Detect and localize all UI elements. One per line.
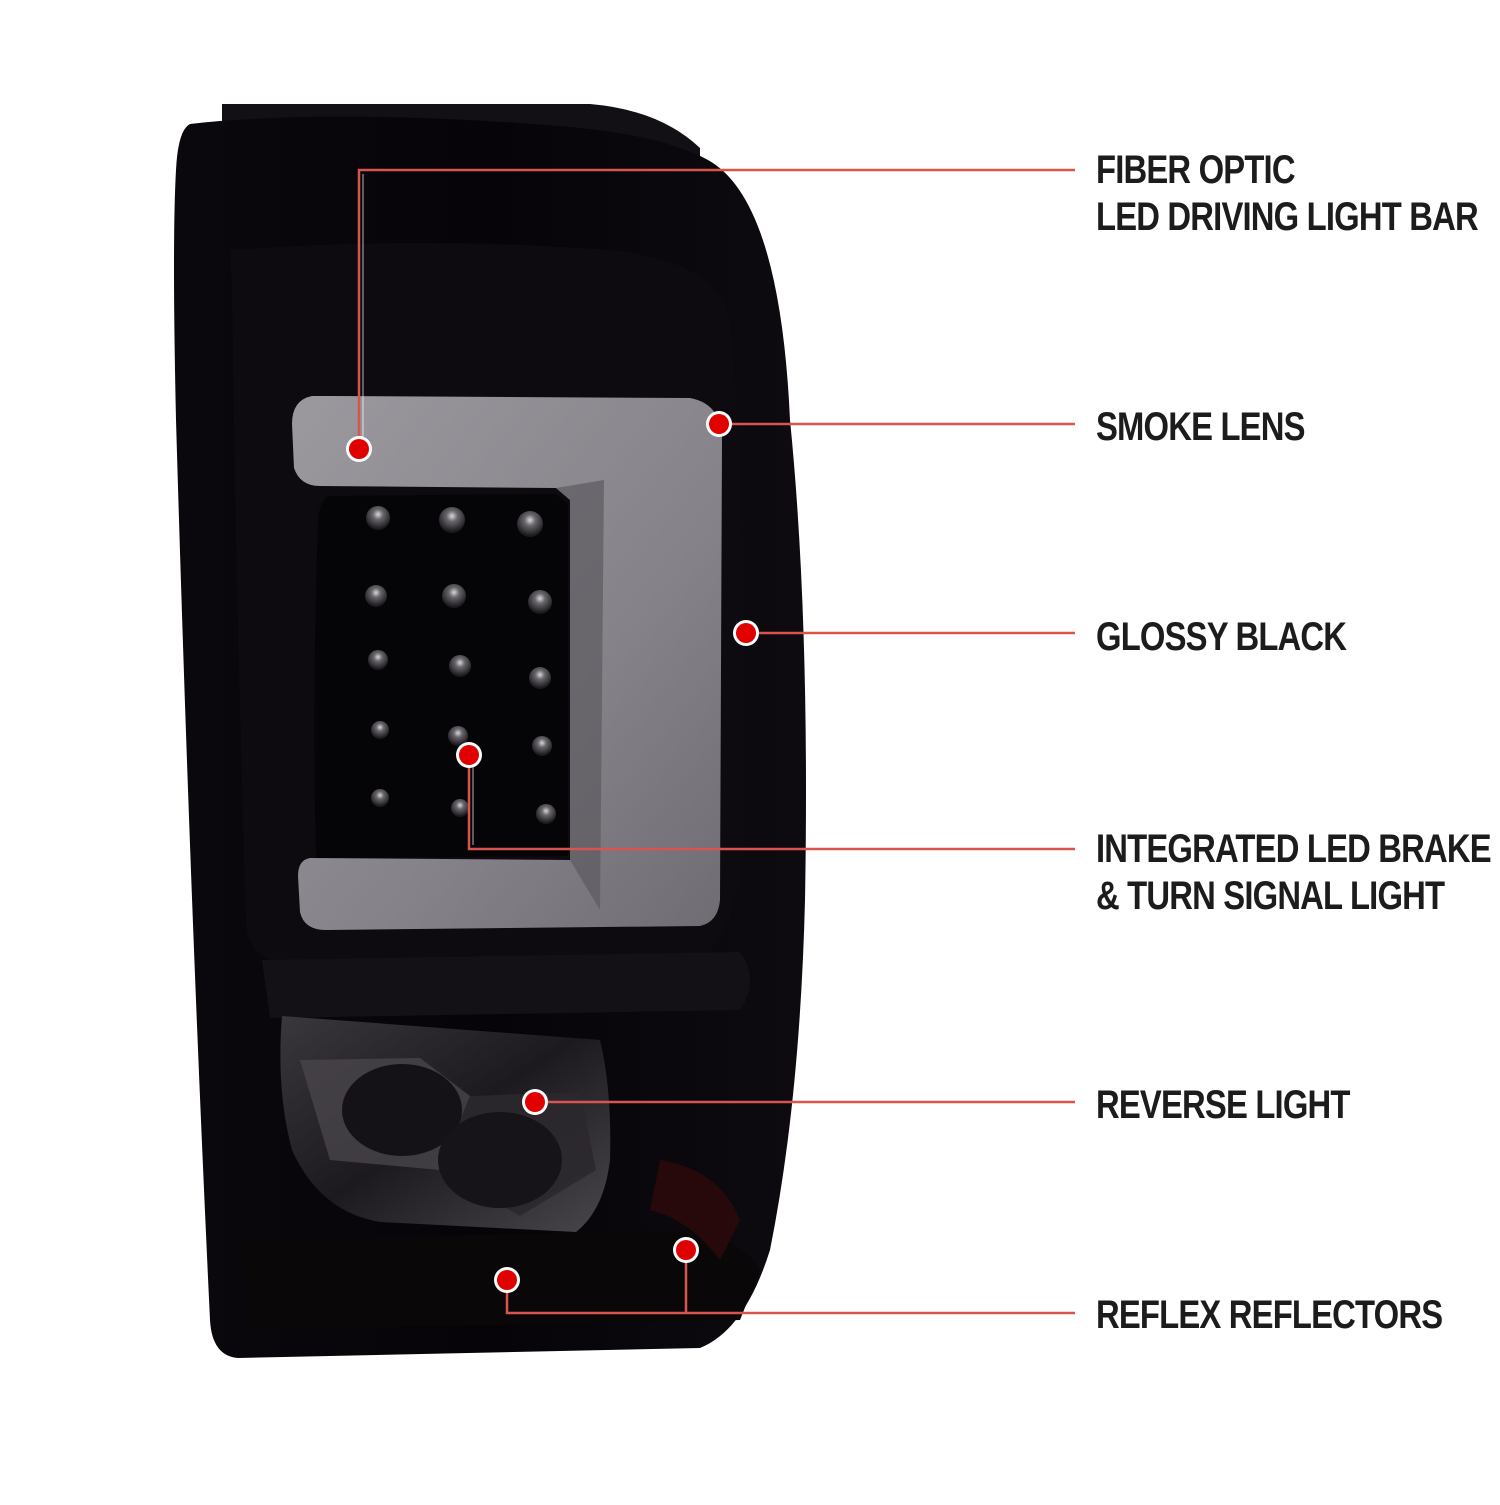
leader-line-fiber — [357, 168, 1075, 449]
led — [366, 506, 390, 530]
leader-lines — [357, 168, 1075, 1315]
callout-label-reverse-light: REVERSE LIGHT — [1096, 1082, 1350, 1129]
marker-icon — [733, 620, 759, 646]
led — [449, 655, 471, 677]
led — [517, 511, 543, 537]
led — [442, 584, 466, 608]
led — [448, 726, 468, 746]
callout-label-line: SMOKE LENS — [1096, 405, 1305, 449]
callout-label-line: & TURN SIGNAL LIGHT — [1096, 874, 1445, 918]
light-bar-inner-edge — [556, 480, 604, 910]
callout-label-fiber-optic: FIBER OPTIC LED DRIVING LIGHT BAR — [1096, 147, 1479, 241]
marker-icon — [522, 1089, 548, 1115]
callout-label-brake-turn: INTEGRATED LED BRAKE & TURN SIGNAL LIGHT — [1096, 826, 1492, 920]
led — [536, 804, 556, 824]
callout-label-line: FIBER OPTIC — [1096, 148, 1296, 192]
callout-markers — [346, 411, 759, 1293]
led-cavity — [314, 494, 568, 858]
marker-icon — [456, 742, 482, 768]
callout-label-line: LED DRIVING LIGHT BAR — [1096, 195, 1479, 239]
led — [528, 590, 552, 614]
callout-label-line: REVERSE LIGHT — [1096, 1083, 1350, 1127]
led — [529, 667, 551, 689]
callout-label-glossy-black: GLOSSY BLACK — [1096, 614, 1347, 661]
marker-icon — [673, 1237, 699, 1263]
callout-label-line: GLOSSY BLACK — [1096, 615, 1347, 659]
fiber-optic-light-bar — [292, 396, 722, 930]
led-array — [365, 506, 556, 824]
reverse-light-bulb — [342, 1064, 462, 1156]
reverse-light-bulb — [438, 1112, 562, 1208]
led — [368, 650, 388, 670]
callout-label-line: INTEGRATED LED BRAKE — [1096, 827, 1492, 871]
led — [451, 799, 469, 817]
leader-line-brake — [467, 755, 1075, 851]
led — [532, 736, 552, 756]
marker-icon — [706, 411, 732, 437]
led — [371, 721, 389, 739]
callout-label-smoke-lens: SMOKE LENS — [1096, 404, 1305, 451]
reflex-reflector-red — [650, 1160, 740, 1260]
housing-divider — [262, 952, 750, 1018]
callout-label-reflex-reflectors: REFLEX REFLECTORS — [1096, 1292, 1443, 1339]
marker-icon — [494, 1267, 520, 1293]
led — [365, 585, 387, 607]
marker-icon — [346, 436, 372, 462]
led — [439, 507, 465, 533]
callout-label-line: REFLEX REFLECTORS — [1096, 1293, 1443, 1337]
led — [371, 789, 389, 807]
